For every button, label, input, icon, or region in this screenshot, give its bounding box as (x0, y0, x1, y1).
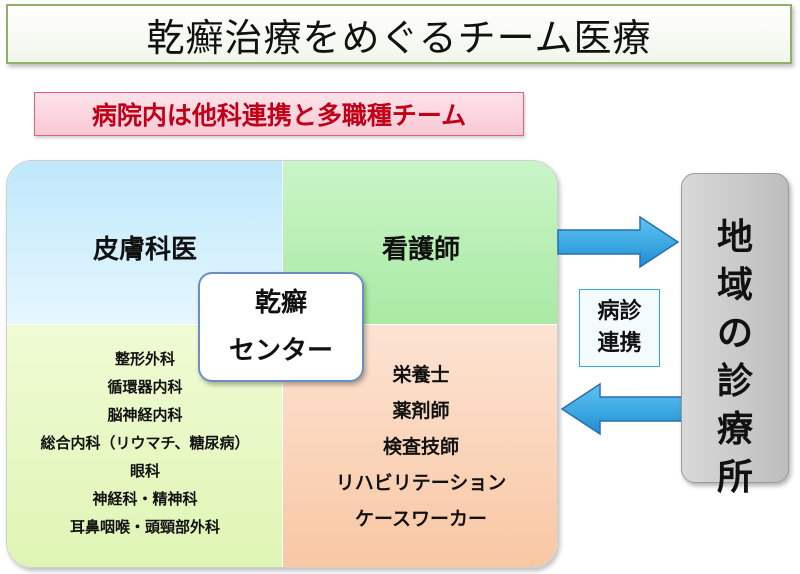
link-label-line2: 連携 (597, 331, 642, 356)
link-label-line1: 病診 (597, 299, 642, 324)
list-item: 薬剤師 (392, 400, 450, 422)
arrow-right-icon (557, 215, 680, 269)
list-item: 循環器内科 (107, 378, 183, 396)
list-item: 耳鼻咽喉・頭頸部外科 (69, 518, 220, 536)
list-item: リハビリテーション (335, 472, 507, 494)
hospital-team-grid: 皮膚科医 看護師 整形外科 循環器内科 脳神経内科 総合内科（リウマチ、糖尿病）… (6, 160, 558, 568)
hospital-clinic-link-label: 病診 連携 (579, 289, 660, 367)
clinic-char: の (716, 313, 753, 354)
arrow-left-icon (560, 382, 683, 436)
list-item: 検査技師 (382, 436, 459, 458)
subtitle-banner: 病院内は他科連携と多職種チーム (34, 92, 524, 136)
list-item: 栄養士 (392, 364, 450, 386)
clinic-char: 診 (716, 361, 753, 402)
local-clinic-box: 地 域 の 診 療 所 (681, 173, 789, 498)
clinic-char: 域 (716, 265, 753, 306)
profession-list: 栄養士 薬剤師 検査技師 リハビリテーション ケースワーカー (283, 357, 557, 537)
psoriasis-center-box: 乾癬 センター (198, 272, 364, 382)
list-item: 眼科 (129, 462, 160, 480)
local-clinic-label: 地 域 の 診 療 所 (682, 214, 788, 502)
list-item: 総合内科（リウマチ、糖尿病） (40, 434, 250, 452)
list-item: 神経科・精神科 (92, 490, 198, 508)
center-label-line1: 乾癬 (254, 288, 307, 318)
clinic-char: 所 (716, 457, 753, 498)
list-item: ケースワーカー (354, 508, 488, 530)
page-title: 乾癬治療をめぐるチーム医療 (6, 4, 792, 64)
center-label-line2: センター (228, 336, 333, 366)
dermatologist-label: 皮膚科医 (92, 235, 197, 265)
department-list: 整形外科 循環器内科 脳神経内科 総合内科（リウマチ、糖尿病） 眼科 神経科・精… (7, 345, 283, 541)
clinic-char: 療 (716, 409, 753, 450)
clinic-char: 地 (716, 217, 753, 258)
list-item: 整形外科 (114, 350, 175, 368)
nurse-label: 看護師 (381, 235, 460, 265)
list-item: 脳神経内科 (107, 406, 183, 424)
